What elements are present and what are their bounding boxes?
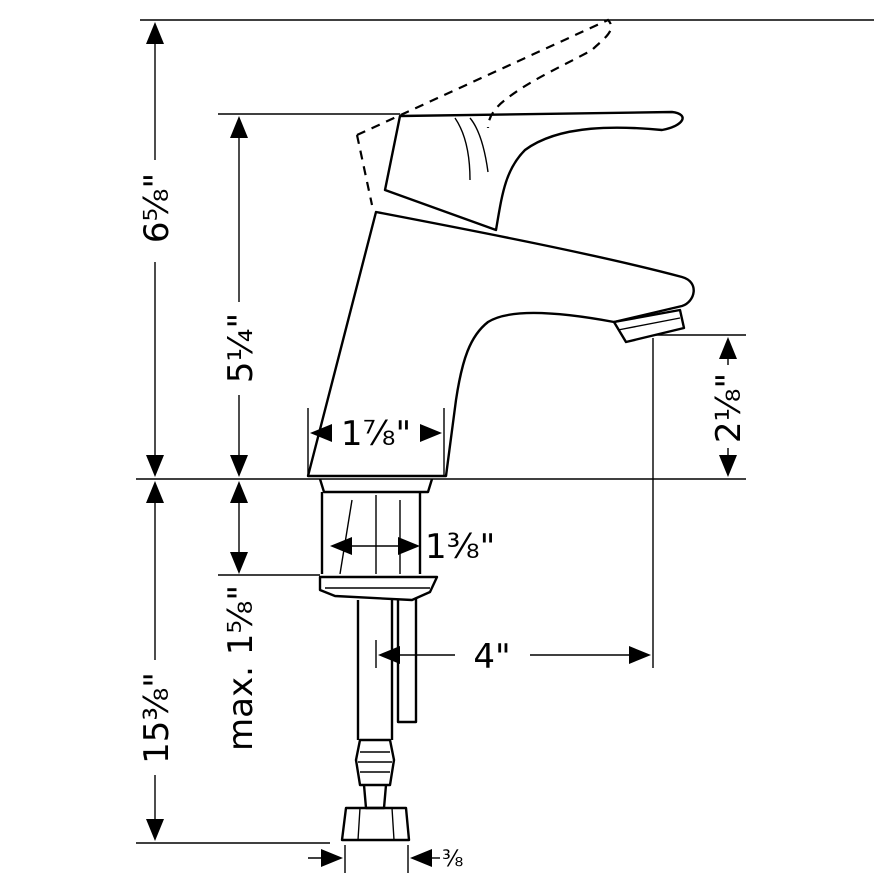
dimension-body-height bbox=[230, 116, 248, 477]
total-height-label: 6⅝" bbox=[137, 173, 177, 243]
dimension-max-deck bbox=[230, 481, 248, 574]
dimension-total-height bbox=[146, 22, 164, 477]
shank-width-label: 1⅜" bbox=[425, 527, 495, 567]
dimension-connection bbox=[308, 849, 440, 867]
base-width-label: 1⅞" bbox=[341, 414, 411, 454]
reach-label: 4" bbox=[473, 637, 510, 677]
lever-handle bbox=[355, 18, 684, 232]
faucet-body bbox=[306, 210, 695, 494]
dimension-hose-length bbox=[146, 481, 164, 841]
max-deck-label: max. 1⅝" bbox=[221, 585, 261, 751]
hose-length-label: 15⅜" bbox=[137, 672, 177, 764]
extension-lines bbox=[136, 19, 874, 873]
dimension-base-width bbox=[310, 424, 442, 442]
body-height-label: 5¼" bbox=[221, 313, 261, 383]
dimension-reach bbox=[378, 646, 651, 664]
dimension-spout-height bbox=[719, 337, 737, 477]
spout-height-label: 2⅛" bbox=[709, 373, 749, 443]
shank-and-hoses bbox=[318, 492, 439, 842]
dimension-shank-width bbox=[330, 537, 420, 555]
connection-label: ⅜ bbox=[442, 847, 463, 872]
